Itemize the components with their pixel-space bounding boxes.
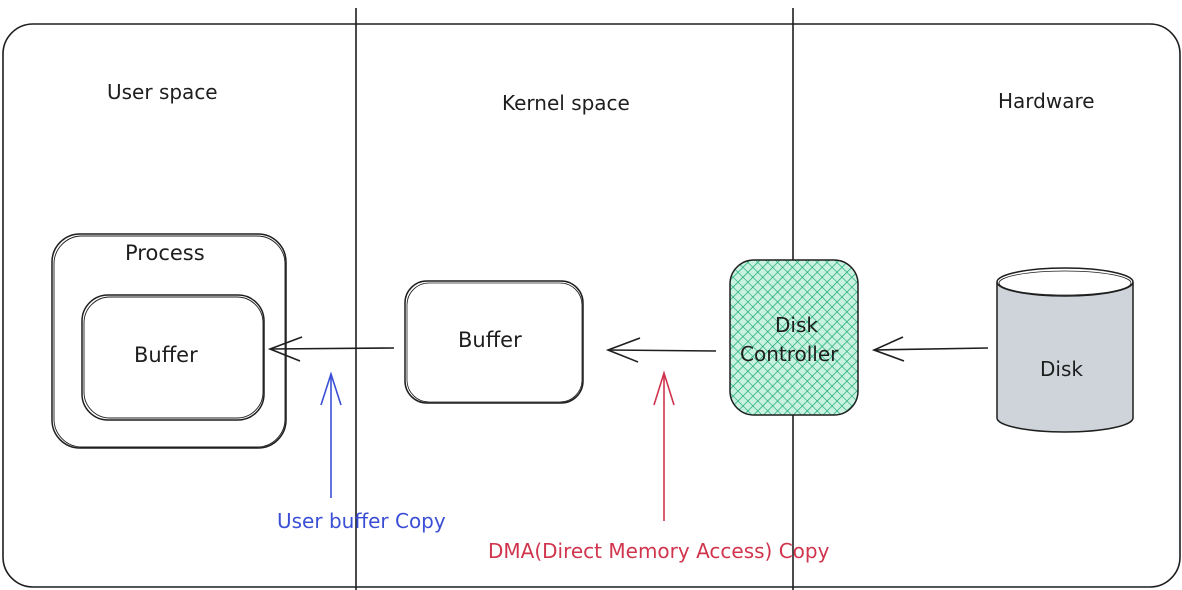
user-buffer-box <box>81 294 265 421</box>
process-box <box>51 233 287 449</box>
section-title-kernel-space: Kernel space <box>502 91 630 115</box>
arrow-kernel-to-user-buffer <box>267 336 395 362</box>
process-label: Process <box>125 241 205 265</box>
disk-controller-label-line2: Controller <box>740 342 839 366</box>
outer-frame <box>2 23 1181 588</box>
arrow-dma-copy <box>653 370 675 521</box>
disk-controller-label-line1: Disk <box>775 313 818 337</box>
arrow-disk-to-controller <box>871 336 989 362</box>
arrow-controller-to-kernel-buffer <box>605 337 717 363</box>
disk-controller-box <box>729 259 859 416</box>
kernel-buffer-label: Buffer <box>458 328 522 352</box>
section-title-user-space: User space <box>107 80 218 104</box>
disk-cylinder <box>996 267 1134 433</box>
arrow-user-buffer-copy <box>320 371 342 498</box>
disk-label: Disk <box>1040 357 1083 381</box>
dma-copy-annotation: DMA(Direct Memory Access) Copy <box>488 539 830 563</box>
section-title-hardware: Hardware <box>998 89 1095 113</box>
kernel-buffer-box <box>404 280 584 404</box>
user-buffer-copy-annotation: User buffer Copy <box>277 509 446 533</box>
user-buffer-label: Buffer <box>134 343 198 367</box>
